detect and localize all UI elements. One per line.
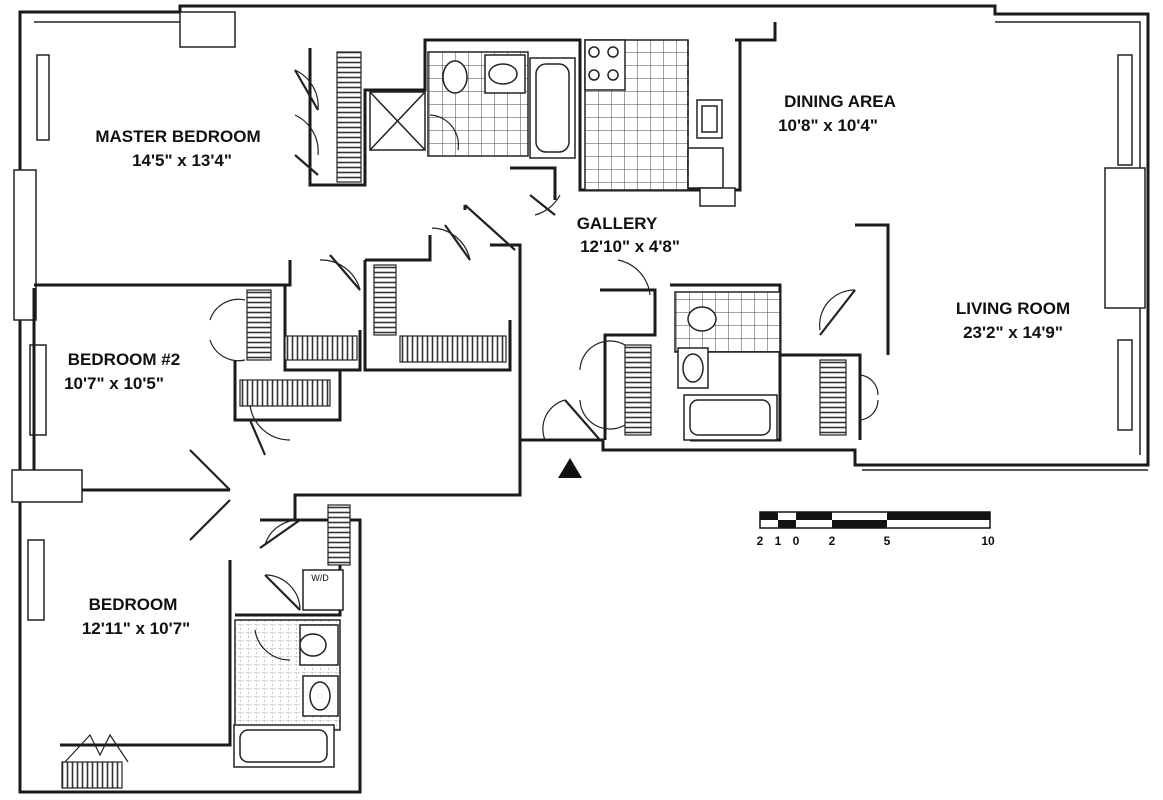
scale-tick-label: 1 <box>775 534 782 548</box>
master-bedroom-name: MASTER BEDROOM <box>95 127 260 146</box>
scale-tick-label: 10 <box>981 534 995 548</box>
gallery-size: 12'10" x 4'8" <box>580 237 680 256</box>
washer-dryer-label: W/D <box>311 573 329 583</box>
bedroom-bathroom: W/D <box>233 569 344 768</box>
hall-bathroom <box>674 291 781 441</box>
doors <box>64 69 879 763</box>
scale-tick-label: 2 <box>829 534 836 548</box>
living-room-size: 23'2" x 14'9" <box>963 323 1063 342</box>
room-labels: MASTER BEDROOM 14'5" x 13'4" DINING AREA… <box>64 92 1070 638</box>
scale-tick-label: 5 <box>884 534 891 548</box>
bedroom-name: BEDROOM <box>89 595 178 614</box>
bedroom-2-size: 10'7" x 10'5" <box>64 374 164 393</box>
dining-area-name: DINING AREA <box>784 92 896 111</box>
gallery-name: GALLERY <box>577 214 658 233</box>
scale-bar: 2 1 0 2 5 10 <box>757 511 995 548</box>
bedroom-size: 12'11" x 10'7" <box>82 619 190 638</box>
entry-triangle-icon <box>558 458 582 478</box>
kitchen <box>584 39 741 207</box>
living-room-name: LIVING ROOM <box>956 299 1070 318</box>
master-bedroom-size: 14'5" x 13'4" <box>132 151 232 170</box>
scale-tick-label: 2 <box>757 534 764 548</box>
bedroom-2-name: BEDROOM #2 <box>68 350 180 369</box>
scale-tick-label: 0 <box>793 534 800 548</box>
dining-area-size: 10'8" x 10'4" <box>778 116 878 135</box>
closets <box>61 51 847 789</box>
exterior-walls <box>18 4 1150 794</box>
master-bathroom <box>369 51 576 159</box>
